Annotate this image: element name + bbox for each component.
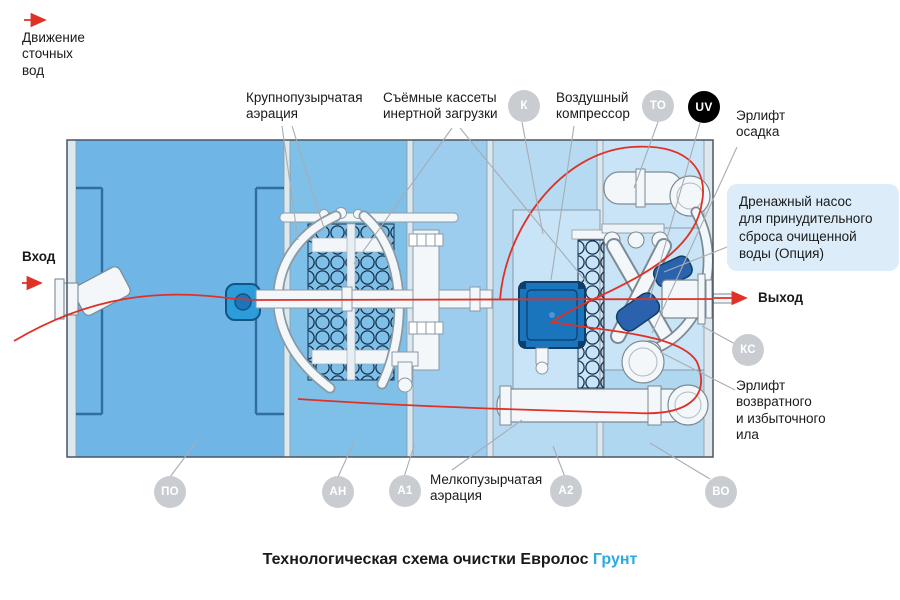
flow-direction-note: Движение сточных вод <box>22 30 85 78</box>
badge-an: АН <box>322 476 354 508</box>
badge-a1: А1 <box>389 475 421 507</box>
callout-drain-pump: Дренажный насос для принудительного сбро… <box>727 184 899 272</box>
badge-a2: А2 <box>550 475 582 507</box>
outlet-label: Выход <box>758 290 804 305</box>
tank-outline <box>66 139 714 458</box>
badge-ks: КС <box>732 334 764 366</box>
badge-to: ТО <box>642 90 674 122</box>
callout-cassettes: Съёмные кассеты инертной загрузки <box>383 90 498 122</box>
leader-lines <box>169 121 738 480</box>
badge-k: К <box>508 90 540 122</box>
callout-compressor: Воздушный компрессор <box>556 90 630 122</box>
badge-vo: ВО <box>705 476 737 508</box>
callout-return-airlift: Эрлифт возвратного и избыточного ила <box>736 378 826 443</box>
callout-sludge-airlift: Эрлифт осадка <box>736 108 786 140</box>
badge-uv: UV <box>688 91 720 123</box>
callout-coarse-aeration: Крупнопузырчатая аэрация <box>246 90 363 122</box>
caption-main: Технологическая схема очистки Евролос <box>262 551 589 568</box>
badge-po: ПО <box>154 476 186 508</box>
flow-line <box>13 12 748 415</box>
inlet-label: Вход <box>22 249 56 264</box>
caption-accent: Грунт <box>592 551 638 568</box>
callout-fine-aeration: Мелкопузырчатая аэрация <box>430 472 543 504</box>
diagram-caption: Технологическая схема очистки Евролос Гр… <box>0 551 900 569</box>
settler-baffles <box>76 186 284 416</box>
